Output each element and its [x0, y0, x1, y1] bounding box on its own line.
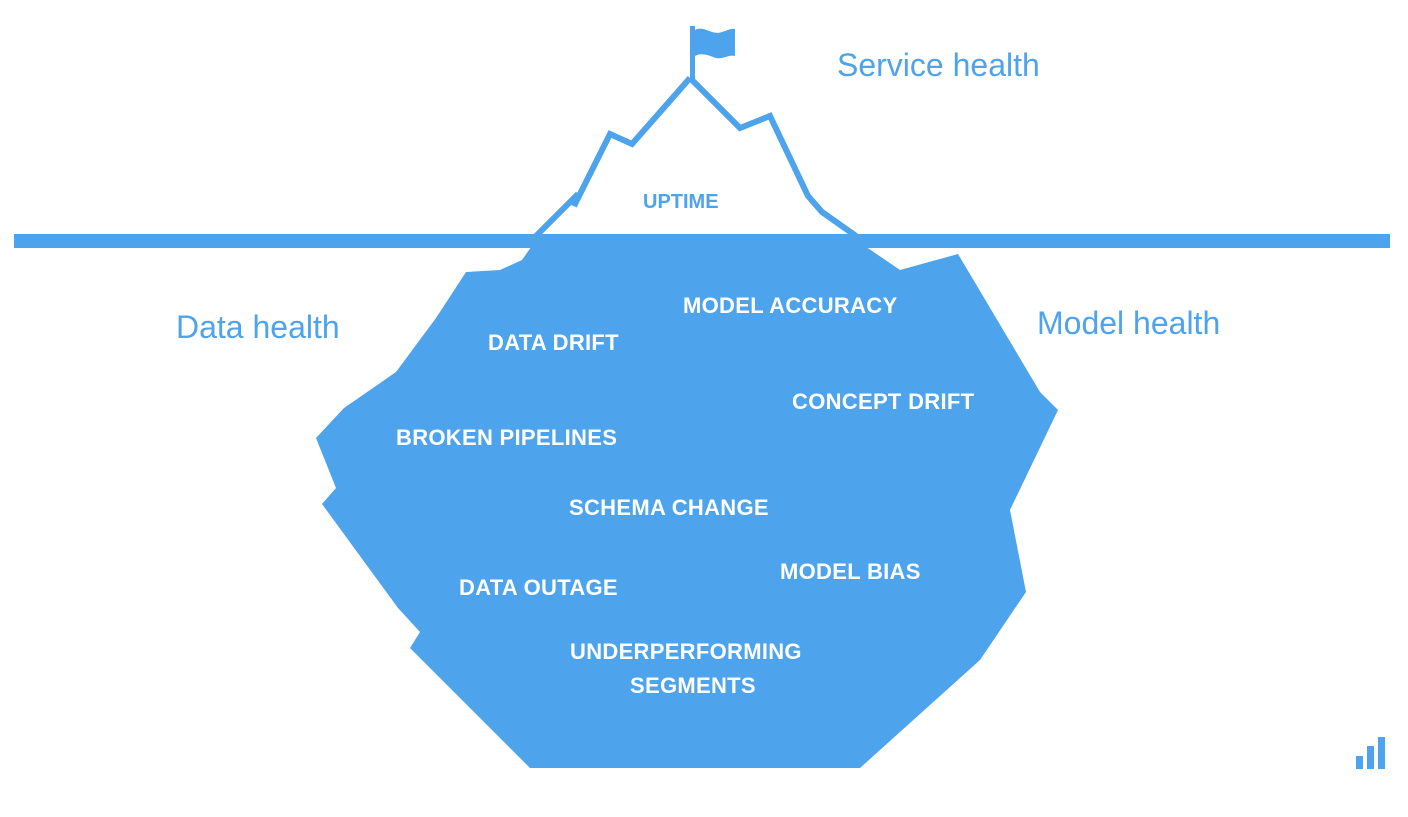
underperforming-label: UNDERPERFORMING [570, 639, 802, 664]
broken-pipelines-label: BROKEN PIPELINES [396, 425, 617, 450]
iceberg-underwater [316, 240, 1058, 768]
logo-bar-2 [1367, 746, 1374, 769]
data-outage-label: DATA OUTAGE [459, 575, 618, 600]
concept-drift-label: CONCEPT DRIFT [792, 389, 975, 414]
iceberg-tip-left-outline [533, 76, 693, 239]
schema-change-label: SCHEMA CHANGE [569, 495, 769, 520]
iceberg-tip-right-outline [687, 75, 858, 239]
logo-bar-1 [1356, 756, 1363, 769]
logo-bar-3 [1378, 737, 1385, 769]
data-health-label: Data health [176, 309, 340, 345]
model-health-label: Model health [1037, 305, 1220, 341]
service-health-label: Service health [837, 47, 1040, 83]
flag-icon [690, 26, 735, 80]
flag-pole [690, 26, 695, 80]
data-drift-label: DATA DRIFT [488, 330, 619, 355]
uptime-label: UPTIME [643, 191, 719, 213]
flag-cloth [695, 28, 735, 59]
model-bias-label: MODEL BIAS [780, 559, 921, 584]
bar-chart-logo-icon [1356, 737, 1385, 769]
segments-label: SEGMENTS [630, 673, 756, 698]
model-accuracy-label: MODEL ACCURACY [683, 293, 897, 318]
iceberg-tip [533, 75, 858, 239]
